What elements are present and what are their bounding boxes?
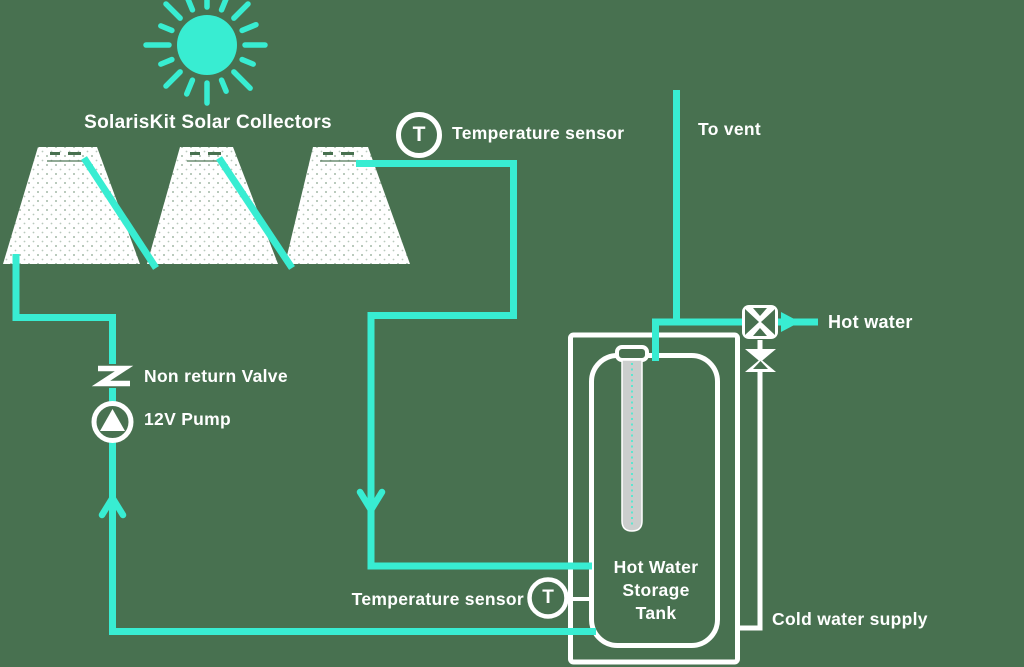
solar-collector-2 (147, 147, 278, 264)
tank-inlet-flange (615, 345, 649, 362)
temperature-sensor-bottom-label: Temperature sensor (351, 589, 524, 609)
cold-supply-pipe (740, 370, 763, 631)
sensor-bottom-letter: T (542, 587, 554, 608)
return-flow-pipe (12, 254, 596, 635)
collector-pipe-diagonal-2 (216, 156, 295, 270)
sensor-top-letter: T (412, 123, 426, 146)
flow-arrow-down (356, 488, 386, 514)
cold-water-supply-label: Cold water supply (772, 609, 928, 629)
temperature-sensor-top-icon (396, 112, 442, 158)
hot-water-label: Hot water (828, 312, 913, 332)
tank-label: Hot Water Storage Tank (576, 556, 736, 625)
temperature-sensor-bottom-icon (527, 577, 569, 619)
sun-rays (143, 0, 268, 106)
relief-valve-icon (745, 349, 776, 372)
collectors-title: SolarisKit Solar Collectors (84, 112, 332, 133)
collector-pipe-diagonal-1 (81, 156, 159, 270)
non-return-valve-icon (91, 364, 134, 388)
solar-collector-1 (3, 147, 140, 264)
flow-arrow-up (98, 494, 127, 519)
non-return-valve-label: Non return Valve (144, 366, 288, 386)
pump-label: 12V Pump (144, 409, 232, 429)
tank-label-line-3: Tank (635, 603, 677, 623)
temperature-sensor-top-label: Temperature sensor (452, 123, 625, 143)
to-vent-label: To vent (698, 119, 762, 139)
solar-collector-3 (285, 147, 410, 264)
hot-flow-pipe (356, 160, 592, 570)
outlet-valve-icon (742, 305, 778, 339)
tank-label-line-1: Hot Water (613, 557, 699, 577)
flow-arrow-right (781, 312, 800, 332)
immersion-tube (621, 359, 643, 532)
collector-array (3, 147, 410, 270)
sun-icon (143, 0, 268, 106)
tank-label-line-2: Storage (622, 580, 690, 600)
pump-icon (91, 401, 134, 443)
